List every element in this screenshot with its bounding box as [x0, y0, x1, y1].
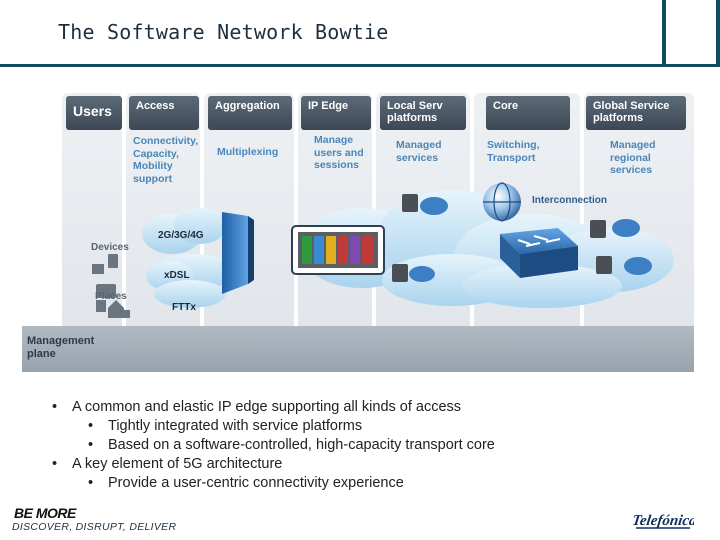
sub-bullet-item: •Provide a user-centric connectivity exp… [88, 475, 404, 491]
globe-icon [483, 182, 521, 222]
sub-bullet-item: •Based on a software-controlled, high-ca… [88, 437, 495, 453]
telefonica-logo-icon: Telefónica [632, 513, 694, 529]
places-label: Places [95, 291, 127, 302]
bullet-glyph: • [88, 475, 94, 491]
column-description: Multiplexing [217, 146, 279, 158]
corner-bar [716, 0, 720, 64]
column-header: Access [129, 96, 199, 130]
sub-bullet-item: •Tightly integrated with service platfor… [88, 418, 363, 434]
interconnection-label: Interconnection [532, 195, 608, 206]
devices-label: Devices [91, 242, 129, 253]
bullet-item: •A common and elastic IP edge supporting… [52, 399, 462, 415]
bullet-list: •A common and elastic IP edge supporting… [52, 398, 495, 493]
column-description: Managed services [396, 139, 442, 164]
bowtie-diagram: Users Access Aggregation IP Edge Local S… [22, 88, 696, 378]
column-header: IP Edge [301, 96, 371, 130]
bullet-glyph: • [88, 418, 94, 434]
column-description: Switching, Transport [487, 139, 540, 164]
bullet-glyph: • [88, 437, 94, 453]
router-icon [500, 228, 578, 278]
bullet-glyph: • [52, 456, 58, 472]
column-description: Manage users and sessions [314, 134, 364, 171]
management-plane: Management plane [22, 326, 694, 372]
mobile-access-label: 2G/3G/4G [158, 230, 204, 241]
xdsl-label: xDSL [164, 270, 190, 281]
bullet-glyph: • [52, 399, 58, 415]
column-header: Local Serv platforms [380, 96, 466, 130]
svg-text:Telefónica: Telefónica [632, 513, 694, 529]
fttx-label: FTTx [172, 302, 196, 313]
bullet-item: •A key element of 5G architecture [52, 456, 283, 472]
column-header: Core [486, 96, 570, 130]
column-header: Users [66, 96, 122, 130]
corner-bar [662, 0, 666, 64]
management-plane-label: Management plane [27, 335, 95, 360]
column-users [62, 93, 122, 365]
access-clouds [142, 208, 236, 308]
title-rule [0, 64, 720, 67]
column-description: Connectivity, Capacity, Mobility support [133, 135, 199, 185]
network-illustration [92, 182, 674, 318]
column-header: Global Service platforms [586, 96, 686, 130]
server-icon [392, 194, 652, 282]
column-header: Aggregation [208, 96, 292, 130]
ip-edge-box [291, 225, 385, 275]
brand-tagline: DISCOVER, DISRUPT, DELIVER [12, 521, 177, 533]
devices-icon [92, 254, 130, 318]
edge-router-icon [222, 212, 254, 294]
column-description: Managed regional services [610, 139, 656, 176]
slide-title: The Software Network Bowtie [58, 20, 389, 44]
brand-slogan: BE MORE [14, 505, 76, 521]
